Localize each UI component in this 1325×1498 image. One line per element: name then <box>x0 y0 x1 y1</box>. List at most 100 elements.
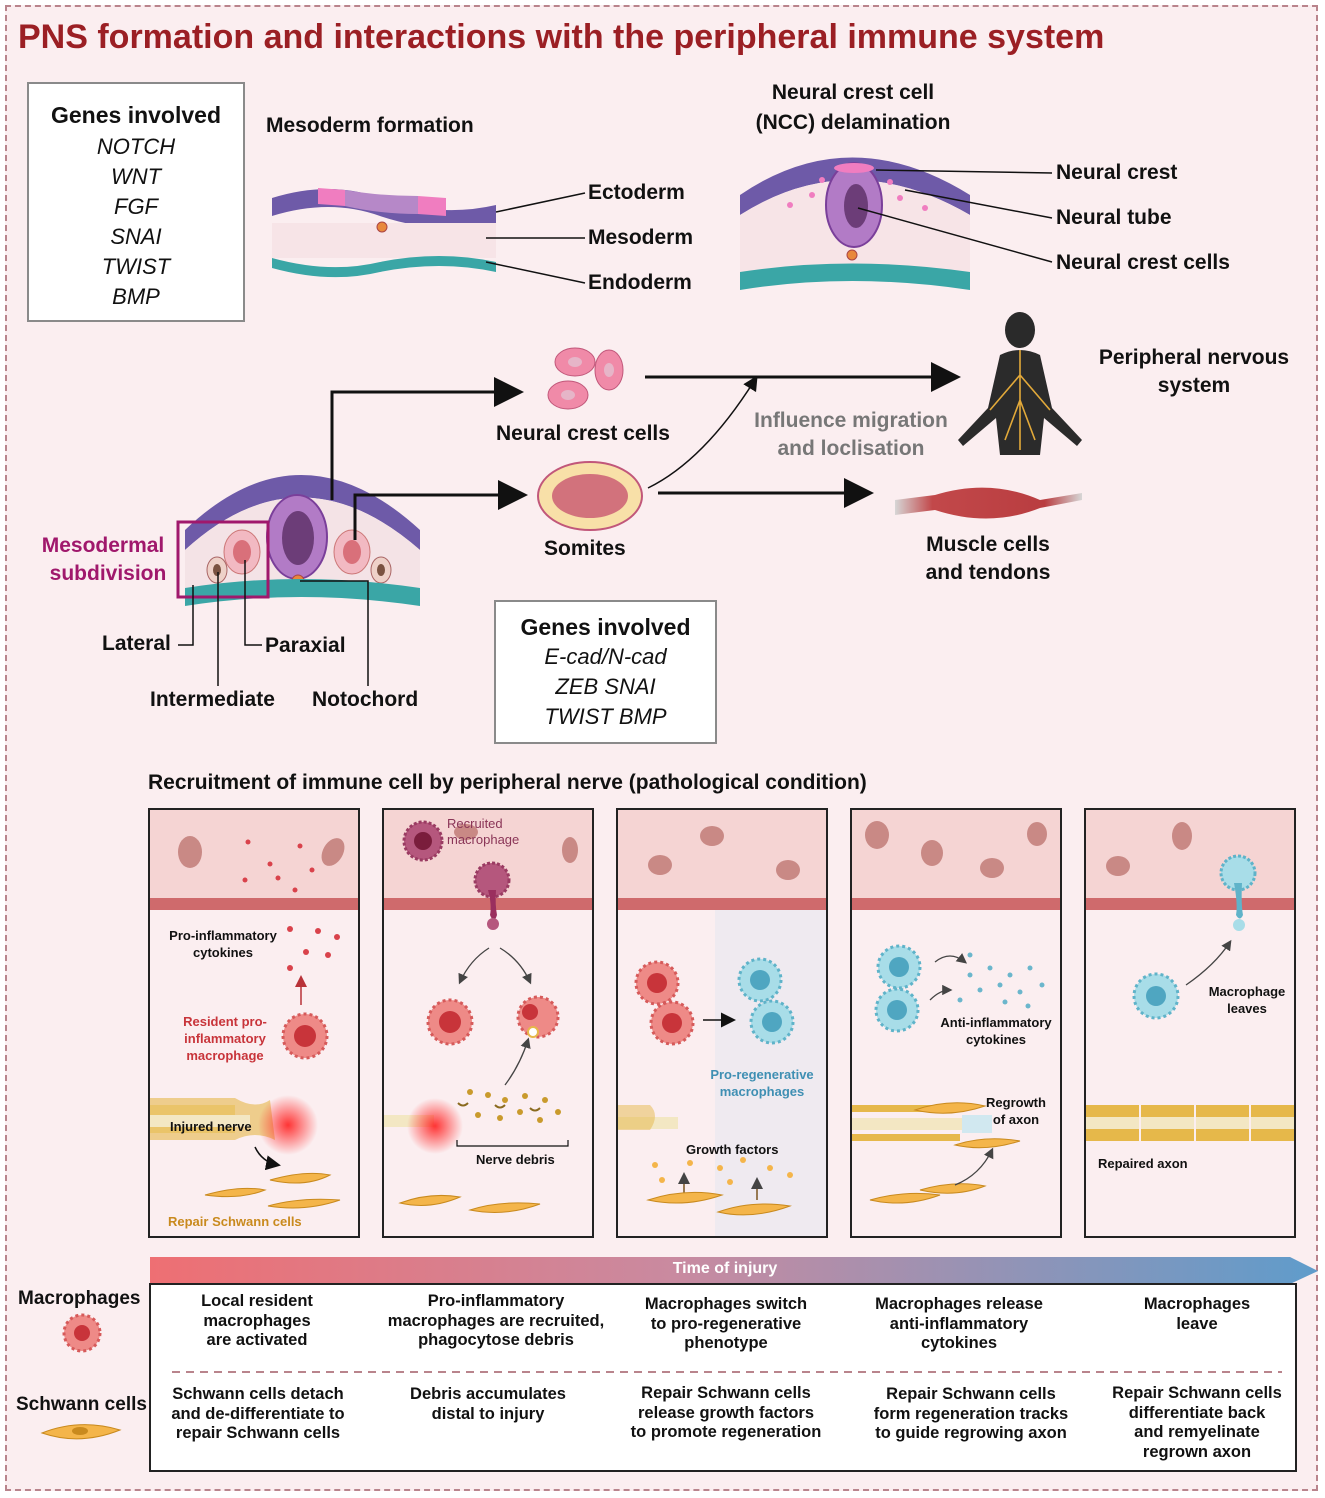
genes-box-1-heading: Genes involved <box>50 102 221 128</box>
recruitment-title: Recruitment of immune cell by peripheral… <box>148 771 867 794</box>
genes-box-2-heading: Genes involved <box>520 614 691 640</box>
panel-3 <box>616 808 828 1238</box>
schwann-cell-legend-icon <box>40 1424 122 1440</box>
step-line: Repair Schwann cells <box>641 1384 811 1402</box>
p1-resident-line3: macrophage <box>186 1048 264 1063</box>
neural-crest-cells-label: Neural crest cells <box>1056 251 1230 274</box>
time-of-injury-label: Time of injury <box>672 1260 778 1277</box>
step-line: release growth factors <box>637 1403 815 1422</box>
endoderm-label: Endoderm <box>588 271 692 294</box>
lateral-label: Lateral <box>102 632 171 655</box>
ectoderm-label: Ectoderm <box>588 181 685 204</box>
p4-anti-line2: cytokines <box>966 1032 1026 1047</box>
macrophage-step-3: Macrophages switch to pro-regenerative p… <box>624 1295 828 1354</box>
step-line: are activated <box>206 1331 308 1349</box>
embryo-cross-section <box>176 377 528 686</box>
step-line: macrophages <box>203 1311 311 1330</box>
page-title: PNS formation and interactions with the … <box>18 18 1105 56</box>
macrophage-step-5: Macrophages leave <box>1100 1295 1294 1334</box>
step-line: Macrophages <box>1143 1295 1251 1313</box>
schwann-legend-label: Schwann cells <box>16 1394 147 1415</box>
gene-line: E-cad/N-cad <box>544 644 667 669</box>
p1-injured-nerve: Injured nerve <box>170 1119 252 1134</box>
p1-cytokines-line2: cytokines <box>193 945 253 960</box>
mesoderm-formation-title: Mesoderm formation <box>266 114 474 137</box>
genes-box-1: Genes involved NOTCH WNT FGF SNAI TWIST … <box>27 82 245 322</box>
p2-recruited-line1: Recruited <box>447 816 503 831</box>
ncc-delamination-diagram <box>740 157 1053 290</box>
gene-line: ZEB SNAI <box>555 674 656 699</box>
pns-label-line2: system <box>1157 374 1231 397</box>
panel-5 <box>1084 808 1296 1238</box>
p5-repaired-axon: Repaired axon <box>1098 1156 1188 1171</box>
step-line: distal to injury <box>431 1404 545 1423</box>
panel-4-art <box>852 944 1045 1204</box>
step-line: macrophages are recruited, <box>387 1311 605 1330</box>
schwann-step-3: Repair Schwann cells release growth fact… <box>620 1384 832 1443</box>
p1-resident-line1: Resident pro- <box>183 1014 267 1029</box>
step-line: Local resident <box>201 1292 313 1310</box>
genes-box-2-list: E-cad/N-cad ZEB SNAI TWIST BMP <box>496 642 715 732</box>
mesodermal-subdivision-line2: subdivision <box>49 562 167 585</box>
p4-anti-line1: Anti-inflammatory <box>940 1015 1052 1030</box>
step-line: form regeneration tracks <box>873 1404 1069 1423</box>
macrophage-step-1: Local resident macrophages are activated <box>160 1292 354 1351</box>
macrophage-step-2: Pro-inflammatory macrophages are recruit… <box>378 1292 614 1351</box>
step-line: Pro-inflammatory <box>427 1292 565 1310</box>
p3-growth-factors: Growth factors <box>686 1142 779 1157</box>
gene-item: SNAI <box>110 224 162 249</box>
step-line: regrown axon <box>1142 1442 1252 1461</box>
panel-4 <box>850 808 1062 1238</box>
p2-recruited-line2: macrophage <box>447 832 520 847</box>
influence-arrow <box>647 375 758 489</box>
p5-leaves-line1: Macrophage <box>1208 984 1286 999</box>
ncc-title-line2: (NCC) delamination <box>755 111 951 134</box>
step-line: to pro-regenerative <box>650 1314 802 1333</box>
p1-repair-schwann: Repair Schwann cells <box>168 1214 302 1229</box>
step-line: to promote regeneration <box>630 1423 822 1441</box>
mesoderm-formation-diagram <box>272 188 586 284</box>
timeline-arrow <box>150 1257 1318 1284</box>
genes-box-2: Genes involved E-cad/N-cad ZEB SNAI TWIS… <box>494 600 717 744</box>
somite-illustration <box>537 461 643 531</box>
schwann-step-5: Repair Schwann cells differentiate back … <box>1100 1384 1294 1462</box>
muscle-illustration <box>895 487 1082 519</box>
p1-cytokines-line1: Pro-inflammatory <box>169 928 277 943</box>
muscle-label-line1: Muscle cells <box>926 533 1050 556</box>
gene-item: TWIST <box>101 254 171 279</box>
macrophages-legend-label: Macrophages <box>18 1288 141 1309</box>
p5-leaves-line2: leaves <box>1227 1001 1267 1016</box>
schwann-step-1: Schwann cells detach and de-differentiat… <box>156 1385 360 1444</box>
step-line: Repair Schwann cells <box>1112 1384 1282 1402</box>
gene-item: BMP <box>112 284 160 309</box>
step-line: cytokines <box>920 1334 998 1352</box>
macrophage-legend-icon <box>62 1313 102 1353</box>
ncc-dev-label: Neural crest cells <box>496 422 670 445</box>
human-figure-icon <box>958 312 1082 455</box>
step-line: Macrophages release <box>875 1295 1043 1313</box>
step-line: to guide regrowing axon <box>875 1424 1067 1442</box>
step-line: Macrophages switch <box>644 1295 808 1313</box>
gene-item: WNT <box>110 164 162 189</box>
notochord-label: Notochord <box>312 688 419 711</box>
p1-resident-line2: inflammatory <box>184 1031 266 1046</box>
timeline-table <box>149 1283 1297 1472</box>
step-line: and remyelinate <box>1134 1423 1260 1441</box>
macrophage-step-4: Macrophages release anti-inflammatory cy… <box>856 1295 1062 1354</box>
p4-regrowth-line2: of axon <box>992 1112 1040 1127</box>
mesodermal-subdivision-line1: Mesodermal <box>41 534 165 557</box>
step-line: repair Schwann cells <box>175 1424 341 1442</box>
panel-2-art <box>384 820 569 1213</box>
neural-crest-cells-illustration <box>547 347 624 410</box>
mesoderm-label: Mesoderm <box>588 226 694 249</box>
gene-line: TWIST BMP <box>544 704 667 729</box>
panel-2 <box>382 808 594 1238</box>
paraxial-label: Paraxial <box>265 634 346 657</box>
gene-item: FGF <box>114 194 158 219</box>
neural-crest-label: Neural crest <box>1056 161 1178 184</box>
step-line: and de-differentiate to <box>171 1404 345 1423</box>
step-line: differentiate back <box>1128 1403 1266 1422</box>
step-line: Repair Schwann cells <box>886 1385 1056 1403</box>
pns-label-line1: Peripheral nervous <box>1098 346 1290 369</box>
